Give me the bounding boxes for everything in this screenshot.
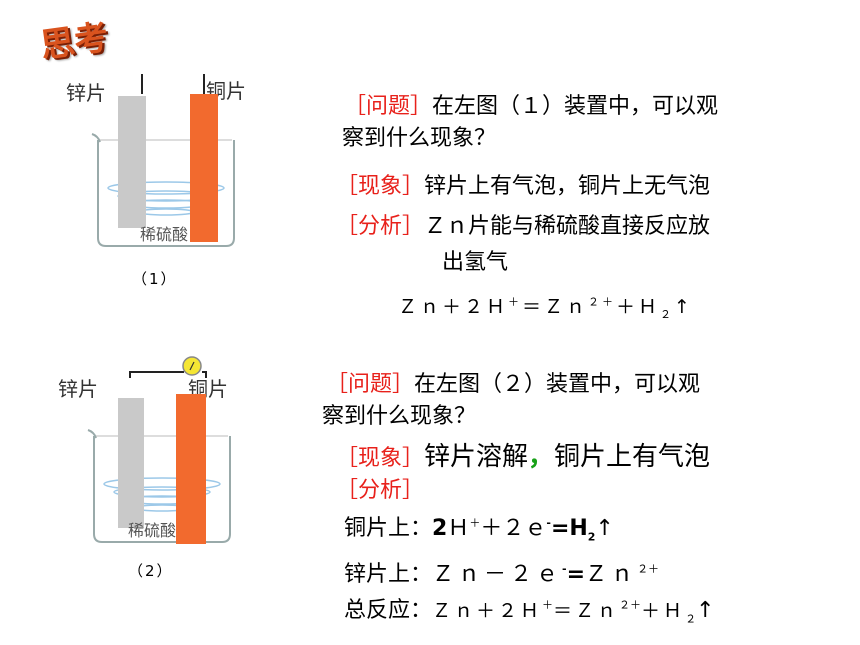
acid-label: 稀硫酸 [128, 521, 176, 540]
acid-label: 稀硫酸 [140, 225, 188, 244]
question-1-line2: 察到什么现象？ [342, 126, 497, 151]
figure-caption-2: （2） [128, 562, 174, 580]
analysis-1-line1: ［分析］Ｚｎ片能与稀硫酸直接反应放 [336, 208, 710, 240]
question-tag: ［问题］ [326, 372, 415, 397]
zinc-reaction: 锌片上：Ｚｎ－２ｅ-=Ｚｎ２＋ [344, 562, 660, 587]
copper-plate [190, 94, 218, 242]
zinc-label: 锌片 [58, 377, 98, 401]
phenomenon-1: ［现象］锌片上有气泡，铜片上无气泡 [336, 168, 710, 200]
zinc-label: 锌片 [66, 81, 106, 105]
question-text: 在左图（２）装置中，可以观 [414, 372, 701, 397]
question-2-line1: ［问题］在左图（２）装置中，可以观 [326, 366, 700, 398]
question-1-line1: ［问题］在左图（１）装置中，可以观 [344, 88, 718, 120]
zinc-reaction-label: 锌片上： [344, 562, 433, 587]
analysis-text: Ｚｎ片能与稀硫酸直接反应放 [424, 214, 711, 239]
beaker-diagram-2: 锌片 铜片 稀硫酸 [58, 356, 231, 544]
figure-caption-1: （1） [132, 270, 178, 288]
question-2-line2: 察到什么现象？ [322, 404, 477, 429]
phenomenon-2: ［现象］锌片溶解，铜片上有气泡 [336, 442, 711, 472]
zinc-plate [118, 96, 146, 228]
analysis-2-tag: ［分析］ [336, 478, 425, 503]
total-reaction: 总反应：Ｚｎ＋２Ｈ＋＝Ｚｎ２＋＋Ｈ２↑ [344, 598, 715, 626]
total-reaction-label: 总反应： [344, 598, 433, 623]
phenomenon-text: 锌片上有气泡，铜片上无气泡 [424, 174, 711, 199]
phenomenon-tag: ［现象］ [336, 446, 425, 471]
zinc-plate [118, 398, 144, 528]
question-text: 在左图（１）装置中，可以观 [432, 94, 719, 119]
logo-思考: 思考 [38, 6, 148, 68]
analysis-tag: ［分析］ [336, 214, 425, 239]
phenomenon-tag: ［现象］ [336, 174, 425, 199]
copper-reaction: 铜片上：2Ｈ＋＋２ｅ-=H2↑ [344, 516, 614, 544]
copper-reaction-label: 铜片上： [344, 516, 433, 541]
question-tag: ［问题］ [344, 94, 433, 119]
beaker-diagram-1: 锌片 铜片 稀硫酸 [66, 74, 246, 247]
logo-text: 思考 [38, 17, 111, 67]
equation-1: Ｚｎ＋２Ｈ＋＝Ｚｎ２＋＋Ｈ２↑ [398, 295, 693, 321]
analysis-1-line2: 出氢气 [442, 250, 509, 275]
copper-plate [176, 394, 206, 544]
